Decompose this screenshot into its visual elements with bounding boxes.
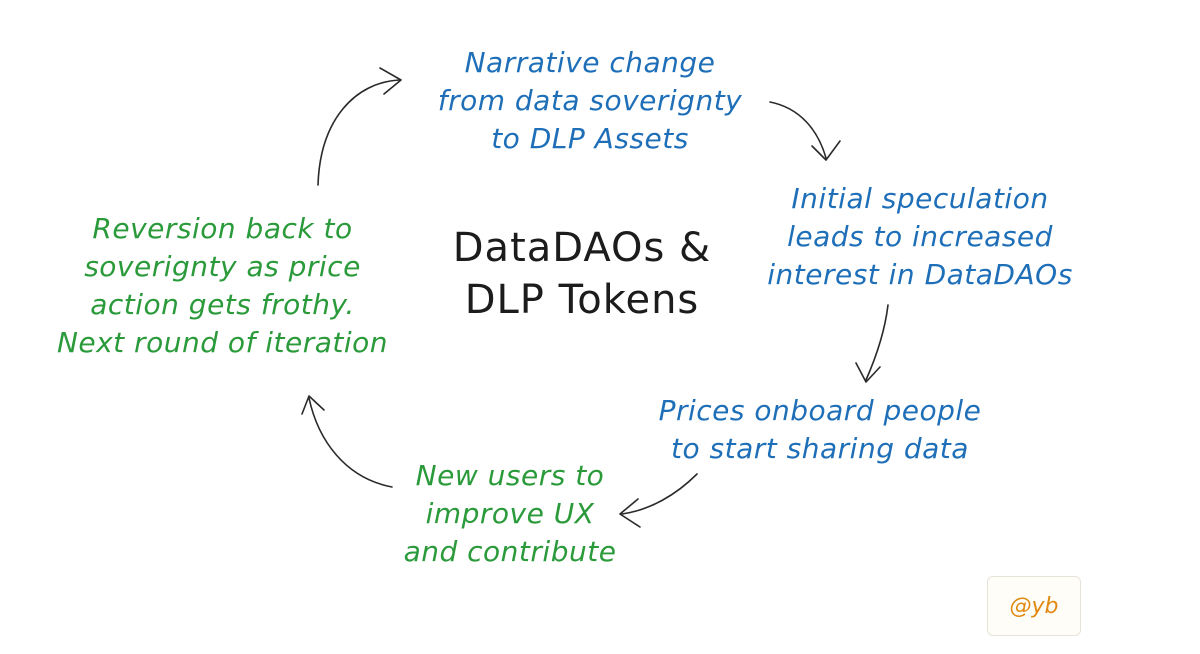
node-reversion-line-2: soverignty as price bbox=[84, 250, 361, 283]
arrowhead-reversion-to-narrative bbox=[379, 67, 402, 95]
author-badge-label: @yb bbox=[1009, 593, 1059, 619]
node-prices-line-2: to start sharing data bbox=[671, 432, 969, 465]
node-reversion-line-3: action gets frothy. bbox=[90, 288, 355, 321]
arrowhead-new-users-to-reversion bbox=[301, 395, 325, 415]
node-new-users-line-2: improve UX bbox=[425, 497, 595, 530]
node-prices-onboard: Prices onboard people to start sharing d… bbox=[630, 392, 1010, 468]
node-narrative-line-3: to DLP Assets bbox=[491, 122, 689, 155]
node-new-users-line-1: New users to bbox=[415, 459, 605, 492]
center-title-line-1: DataDAOs & bbox=[452, 225, 712, 271]
arrow-narrative-to-speculation bbox=[769, 101, 827, 159]
arrow-new-users-to-reversion bbox=[308, 397, 393, 488]
arrow-prices-to-new-users bbox=[621, 473, 698, 515]
node-speculation-line-3: interest in DataDAOs bbox=[767, 258, 1073, 291]
node-narrative-line-1: Narrative change bbox=[464, 46, 716, 79]
node-reversion-line-1: Reversion back to bbox=[92, 212, 353, 245]
arrow-speculation-to-prices bbox=[865, 304, 889, 381]
arrow-reversion-to-narrative bbox=[317, 79, 401, 186]
node-narrative-change: Narrative change from data soverignty to… bbox=[410, 44, 770, 158]
center-title: DataDAOs & DLP Tokens bbox=[432, 222, 732, 326]
node-initial-speculation: Initial speculation leads to increased i… bbox=[740, 180, 1100, 294]
node-speculation-line-2: leads to increased bbox=[787, 220, 1053, 253]
node-narrative-line-2: from data soverignty bbox=[437, 84, 743, 117]
author-badge: @yb bbox=[987, 576, 1081, 636]
node-reversion-line-4: Next round of iteration bbox=[56, 326, 389, 359]
node-prices-line-1: Prices onboard people bbox=[658, 394, 982, 427]
center-title-line-2: DLP Tokens bbox=[464, 277, 700, 323]
arrowhead-speculation-to-prices bbox=[855, 362, 881, 383]
node-new-users-line-3: and contribute bbox=[403, 535, 617, 568]
arrowhead-narrative-to-speculation bbox=[811, 140, 841, 161]
node-new-users: New users to improve UX and contribute bbox=[390, 457, 630, 571]
node-speculation-line-1: Initial speculation bbox=[791, 182, 1049, 215]
node-reversion: Reversion back to soverignty as price ac… bbox=[30, 210, 415, 362]
